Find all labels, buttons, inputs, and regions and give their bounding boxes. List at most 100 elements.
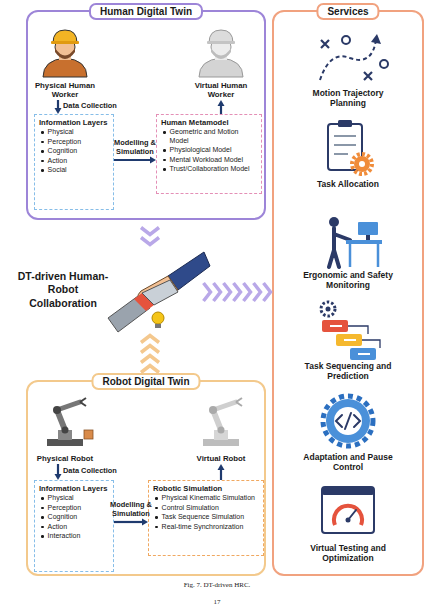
task-allocation-icon [328,120,372,174]
chevron-connector [141,336,159,373]
list-item: Interaction [48,532,81,540]
service-name: Ergonomic and Safety Monitoring [279,270,417,290]
ergonomic-icon [329,217,382,267]
connector-line [220,468,222,480]
robot-gripper [236,398,242,406]
adaptation-icon [323,396,373,446]
list-node: Robotic SimulationPhysical Kinematic Sim… [148,480,264,556]
list-item: Physical Kinematic Simulation [162,494,255,502]
list-item: Perception [48,504,81,512]
list-item: Geometric and Motion Model [170,128,258,145]
list-node: Human MetamodelGeometric and Motion Mode… [156,114,262,194]
list-item: Action [48,157,67,165]
person-body [329,228,350,267]
service-node: Ergonomic and Safety Monitoring [279,210,417,300]
arrow-head [218,464,225,470]
list-item: Trust/Collaboration Model [170,165,250,173]
bullet-dot [163,131,166,134]
chevron [254,283,261,301]
list-item: Physical [48,128,74,136]
bullet-dot [41,131,44,134]
arrow-connector [114,519,148,526]
hrc-node: DT-driven Human-Robot Collaboration [14,246,200,334]
list-item: Physiological Model [170,146,232,154]
worker-beard [55,48,75,59]
gear-hub [326,307,331,312]
gauge-arc [334,506,362,525]
edge-label: Data Collection [63,467,125,476]
bullet-dot [155,507,158,510]
arrow-connector [114,157,156,164]
physical-worker-icon [43,30,87,77]
worker-body [199,58,243,77]
arrow-head [142,519,148,526]
flow-lines [348,326,380,348]
monitor-stand [366,235,370,240]
list-item: Control Simulation [162,504,219,512]
frame-title: Human Digital Twin [89,3,203,20]
frame-title: Robot Digital Twin [91,373,200,390]
chevron [141,238,159,245]
list-row: Mental Workload Model [161,156,258,164]
icon-node: Physical Robot [32,394,98,464]
robot-hand [142,280,178,305]
list-item: Real-time Synchronization [162,523,244,531]
list-row: Action [39,157,110,165]
service-name: Adaptation and Pause Control [279,452,417,472]
chevron [141,346,159,353]
bullet-dot [155,516,158,519]
list-item: Action [48,523,67,531]
idea-bulb [152,312,164,324]
browser-bar [322,487,374,495]
frame-node: ServicesMotion Trajectory PlanningTask A… [272,10,424,576]
list-row: Perception [39,138,110,146]
gear-hole [359,161,365,167]
arrow-head [55,108,62,114]
chevron [234,283,241,301]
person-head [329,217,339,227]
edge-label: Modelling & Simulation [104,501,158,518]
hat-brim [51,41,79,44]
connector-line [57,464,59,476]
bullet-dot [155,526,158,529]
worker-body [43,58,87,77]
robot-base [47,439,83,446]
bullet-dot [163,159,166,162]
dashed-path [320,40,376,80]
gear-teeth [321,302,335,316]
icon-node: Virtual Robot [188,394,254,464]
bullet-dot [41,160,44,163]
list-row: Social [39,166,110,174]
connector-line [114,521,144,523]
list-item: Perception [48,138,81,146]
bullet-dot [41,507,44,510]
list-title: Information Layers [39,484,110,493]
list-title: Robotic Simulation [153,484,260,493]
list-row: Physical Kinematic Simulation [153,494,260,502]
arrow-connector [218,100,225,114]
list-row: Perception [39,504,110,512]
o-mark [380,60,388,68]
bullet-dot [163,168,166,171]
connector-line [220,104,222,114]
list-row: Action [39,523,110,531]
chevron [204,283,211,301]
list-node: Information LayersPhysicalPerceptionCogn… [34,114,114,210]
monitor [358,222,378,235]
bullet-dot [41,150,44,153]
virtual-robot-icon [203,398,242,446]
list-row: Interaction [39,532,110,540]
service-name: Virtual Testing and Optimization [279,543,417,563]
list-title: Information Layers [39,118,110,127]
list-row: Real-time Synchronization [153,523,260,531]
x-marks [321,40,372,80]
bullet-dot [155,497,158,500]
chevron [141,356,159,363]
edge-label: Modelling & Simulation [108,139,162,156]
service-node: Task Allocation [279,119,417,209]
service-node: Motion Trajectory Planning [279,28,417,118]
bullet-dot [41,141,44,144]
service-node: Task Sequencing and Prediction [279,301,417,391]
list-item: Mental Workload Model [170,156,243,164]
